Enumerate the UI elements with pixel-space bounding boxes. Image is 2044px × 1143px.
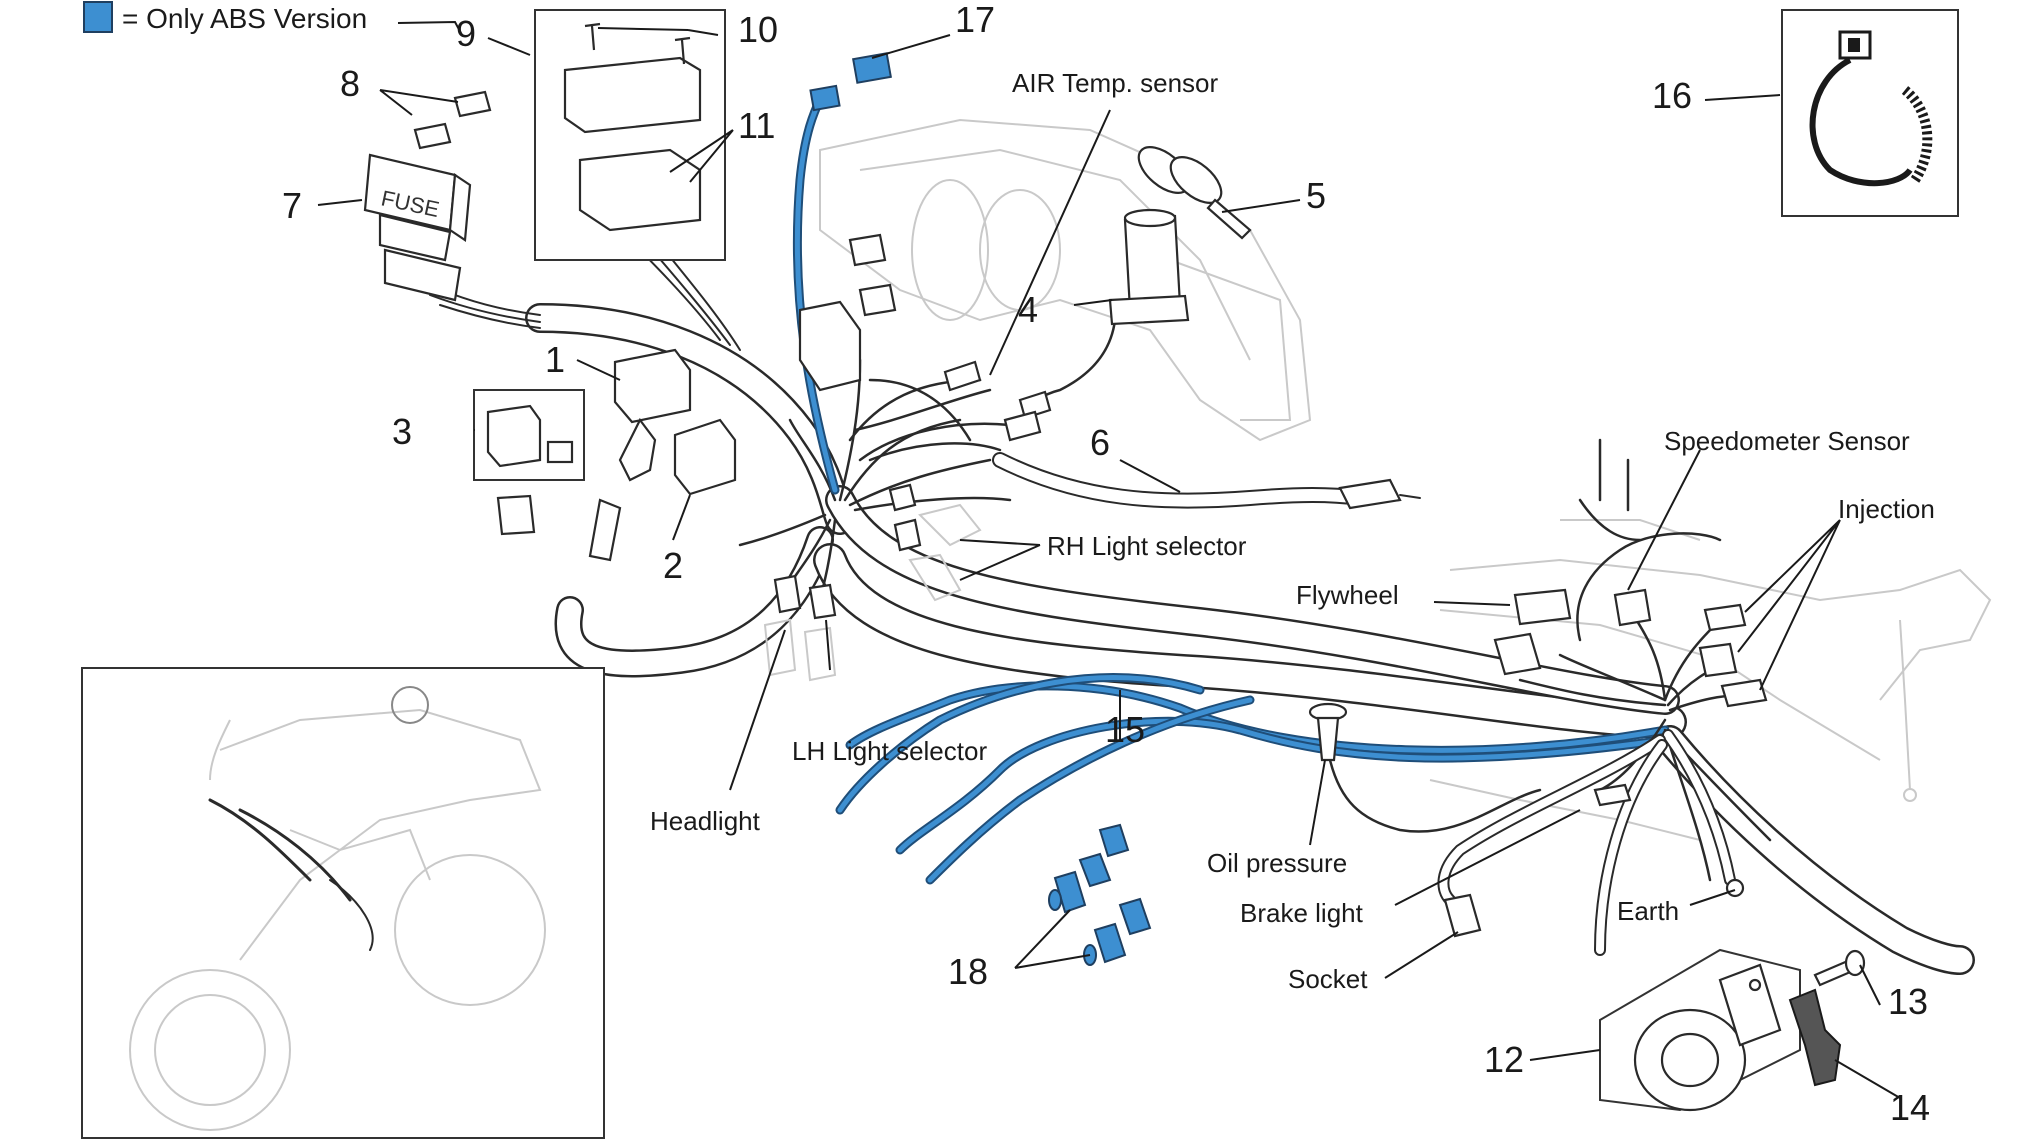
label-lh-light-selector: LH Light selector <box>792 736 987 766</box>
part-number-13: 13 <box>1888 981 1928 1022</box>
oil-pressure-wire <box>1328 758 1542 833</box>
relay-part-1 <box>613 348 692 482</box>
speedometer-sensor-connector <box>1613 588 1652 627</box>
fuses-part-8 <box>413 90 492 150</box>
air-temp-sensor-connector <box>943 360 1052 420</box>
ignition-switch-part-4 <box>1108 208 1190 326</box>
part-number-2: 2 <box>663 545 683 586</box>
part-number-6: 6 <box>1090 422 1110 463</box>
connector-part-6 <box>1003 410 1421 510</box>
part-number-9: 9 <box>456 13 476 54</box>
legend: = Only ABS Version <box>83 1 367 34</box>
abs-wires <box>792 90 1670 885</box>
part-number-14: 14 <box>1890 1087 1930 1128</box>
part-number-18: 18 <box>948 951 988 992</box>
label-speedometer-sensor: Speedometer Sensor <box>1664 426 1910 456</box>
abs-connector-part-17 <box>809 52 892 112</box>
part-number-8: 8 <box>340 63 360 104</box>
injection-connectors <box>1698 603 1768 708</box>
part-number-12: 12 <box>1484 1039 1524 1080</box>
abs-sensors-part-18 <box>1048 823 1152 966</box>
brake-light-connector <box>1593 783 1632 807</box>
lh-light-selector-connectors <box>763 574 837 682</box>
part-number-15: 15 <box>1105 709 1145 750</box>
label-flywheel: Flywheel <box>1296 580 1399 610</box>
label-headlight: Headlight <box>650 806 761 836</box>
socket-connector <box>1443 893 1482 938</box>
horn-part-12 <box>1599 948 1801 1112</box>
flywheel-connector <box>1493 588 1572 676</box>
legend-swatch-abs <box>83 1 113 33</box>
part-number-5: 5 <box>1306 175 1326 216</box>
main-harness <box>525 303 1975 975</box>
relay-box-part-9 <box>534 9 726 261</box>
label-brake-light: Brake light <box>1240 898 1364 928</box>
leader-lines <box>317 20 1901 1099</box>
relay-part-2 <box>673 418 737 496</box>
label-injection: Injection <box>1838 494 1935 524</box>
label-rh-light-selector: RH Light selector <box>1047 531 1247 561</box>
fuse-box-part-7: FUSE <box>363 153 472 302</box>
keys-part-5 <box>1137 146 1252 240</box>
oil-pressure-switch <box>1308 702 1348 762</box>
motorcycle-inset <box>81 667 605 1139</box>
legend-text: = Only ABS Version <box>122 3 367 34</box>
flasher-box-part-3 <box>473 389 585 481</box>
label-oil-pressure: Oil pressure <box>1207 848 1347 878</box>
part-number-7: 7 <box>282 185 302 226</box>
rh-light-selector-connectors <box>888 483 982 602</box>
flasher-plug <box>496 494 622 562</box>
label-air-temp-sensor: AIR Temp. sensor <box>1012 68 1219 98</box>
component-labels: AIR Temp. sensor RH Light selector LH Li… <box>650 68 1935 994</box>
earth-wire <box>1662 729 1736 886</box>
label-earth: Earth <box>1617 896 1679 926</box>
label-socket: Socket <box>1288 964 1368 994</box>
part-number-17: 17 <box>955 0 995 40</box>
part-number-10: 10 <box>738 9 778 50</box>
wire-6 <box>992 452 1368 509</box>
part-numbers: 1 2 3 4 5 6 7 8 9 10 11 12 13 14 15 16 1… <box>282 0 1930 1128</box>
part-number-4: 4 <box>1018 289 1038 330</box>
cable-tie-part-16 <box>1781 9 1959 217</box>
screw-part-13 <box>1813 949 1866 987</box>
part-number-16: 16 <box>1652 75 1692 116</box>
dashboard-connectors <box>798 233 897 392</box>
ghost-dashboard <box>819 118 1312 442</box>
earth-connector <box>1725 878 1745 898</box>
part-number-11: 11 <box>738 105 775 146</box>
part-number-3: 3 <box>392 411 412 452</box>
part-number-1: 1 <box>545 339 565 380</box>
